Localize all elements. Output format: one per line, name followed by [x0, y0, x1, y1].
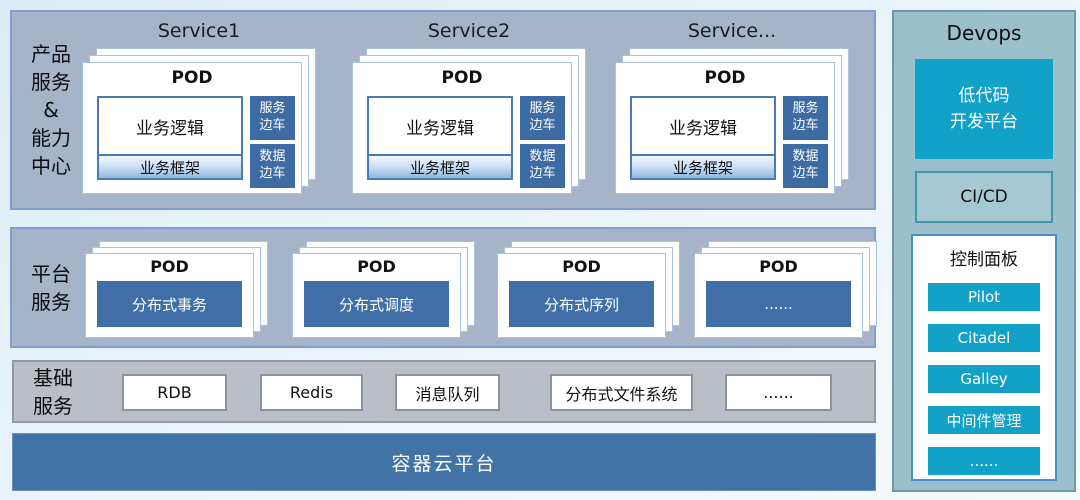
ellipsis-box: ......	[725, 374, 832, 411]
pod-card: POD 业务逻辑 业务框架 服务 边车 数据 边车	[82, 62, 302, 194]
pod-stack: POD 业务逻辑 业务框架 服务 边车 数据 边车	[82, 48, 316, 194]
service-title: Service...	[687, 20, 777, 42]
pod-label: POD	[357, 257, 396, 276]
pod-label: POD	[171, 68, 213, 88]
distributed-filesystem-box: 分布式文件系统	[550, 374, 693, 411]
pod-label: POD	[704, 68, 746, 88]
base-services-band: 基础 服务 RDB Redis 消息队列 分布式文件系统 ......	[12, 360, 876, 423]
business-framework-bar: 业务框架	[367, 154, 513, 180]
control-panel: 控制面板 Pilot Citadel Galley 中间件管理 ......	[911, 234, 1057, 481]
pod-label: POD	[441, 68, 483, 88]
data-sidecar-box: 数据 边车	[250, 144, 295, 188]
business-framework-bar: 业务框架	[630, 154, 776, 180]
pod-card: POD 分布式调度	[292, 253, 461, 338]
pod-card: POD ......	[694, 253, 863, 338]
redis-box: Redis	[260, 374, 363, 411]
service-sidecar-box: 服务 边车	[250, 96, 295, 140]
service-group-1: Service1 POD 业务逻辑 业务框架 服务 边车 数据 边车	[82, 20, 316, 194]
base-band-label: 基础 服务	[33, 365, 73, 418]
platform-band-label: 平台 服务	[31, 261, 71, 314]
devops-title: Devops	[946, 21, 1022, 45]
pod-stack: POD ......	[694, 241, 877, 338]
business-logic-box: 业务逻辑	[367, 96, 513, 156]
data-sidecar-box: 数据 边车	[520, 144, 565, 188]
service-group-3: Service... POD 业务逻辑 业务框架 服务 边车 数据 边车	[615, 20, 849, 194]
distributed-scheduling-box: 分布式调度	[304, 281, 449, 327]
pod-card: POD 分布式事务	[85, 253, 254, 338]
container-cloud-label: 容器云平台	[391, 452, 497, 475]
service-title: Service1	[157, 20, 241, 42]
data-sidecar-box: 数据 边车	[783, 144, 828, 188]
pod-label: POD	[759, 257, 798, 276]
galley-button: Galley	[928, 365, 1040, 393]
pilot-button: Pilot	[928, 283, 1040, 311]
devops-panel: Devops 低代码 开发平台 CI/CD 控制面板 Pilot Citadel…	[892, 10, 1076, 492]
platform-pod-group-3: POD 分布式序列	[497, 241, 680, 338]
platform-pod-group-1: POD 分布式事务	[85, 241, 268, 338]
service-group-2: Service2 POD 业务逻辑 业务框架 服务 边车 数据 边车	[352, 20, 586, 194]
platform-services-band: 平台 服务 POD 分布式事务 POD 分布式调度 POD 分布	[10, 227, 877, 348]
pod-stack: POD 业务逻辑 业务框架 服务 边车 数据 边车	[352, 48, 586, 194]
sidecar-column: 服务 边车 数据 边车	[520, 96, 565, 188]
business-framework-bar: 业务框架	[97, 154, 243, 180]
sidecar-column: 服务 边车 数据 边车	[783, 96, 828, 188]
pod-label: POD	[562, 257, 601, 276]
pod-card: POD 业务逻辑 业务框架 服务 边车 数据 边车	[615, 62, 835, 194]
service-title: Service2	[427, 20, 511, 42]
product-services-band: 产品 服务 & 能力 中心 Service1 POD 业务逻辑 业务框架 服务 …	[10, 10, 876, 210]
service-sidecar-box: 服务 边车	[783, 96, 828, 140]
pod-card: POD 业务逻辑 业务框架 服务 边车 数据 边车	[352, 62, 572, 194]
pod-card: POD 分布式序列	[497, 253, 666, 338]
service-sidecar-box: 服务 边车	[520, 96, 565, 140]
pod-stack: POD 业务逻辑 业务框架 服务 边车 数据 边车	[615, 48, 849, 194]
ellipsis-box: ......	[706, 281, 851, 327]
message-queue-box: 消息队列	[395, 374, 500, 411]
platform-pod-group-4: POD ......	[694, 241, 877, 338]
business-logic-box: 业务逻辑	[97, 96, 243, 156]
middleware-management-button: 中间件管理	[928, 406, 1040, 434]
pod-stack: POD 分布式事务	[85, 241, 268, 338]
rdb-box: RDB	[122, 374, 227, 411]
pod-label: POD	[150, 257, 189, 276]
sidecar-column: 服务 边车 数据 边车	[250, 96, 295, 188]
platform-pod-group-2: POD 分布式调度	[292, 241, 475, 338]
pod-stack: POD 分布式序列	[497, 241, 680, 338]
cicd-box: CI/CD	[915, 171, 1053, 223]
pod-stack: POD 分布式调度	[292, 241, 475, 338]
citadel-button: Citadel	[928, 324, 1040, 352]
business-logic-box: 业务逻辑	[630, 96, 776, 156]
control-panel-title: 控制面板	[950, 250, 1018, 270]
product-band-label: 产品 服务 & 能力 中心	[31, 42, 71, 178]
distributed-transaction-box: 分布式事务	[97, 281, 242, 327]
container-cloud-bar: 容器云平台	[12, 433, 876, 491]
distributed-sequence-box: 分布式序列	[509, 281, 654, 327]
ellipsis-button: ......	[928, 447, 1040, 475]
lowcode-platform-box: 低代码 开发平台	[915, 59, 1053, 159]
